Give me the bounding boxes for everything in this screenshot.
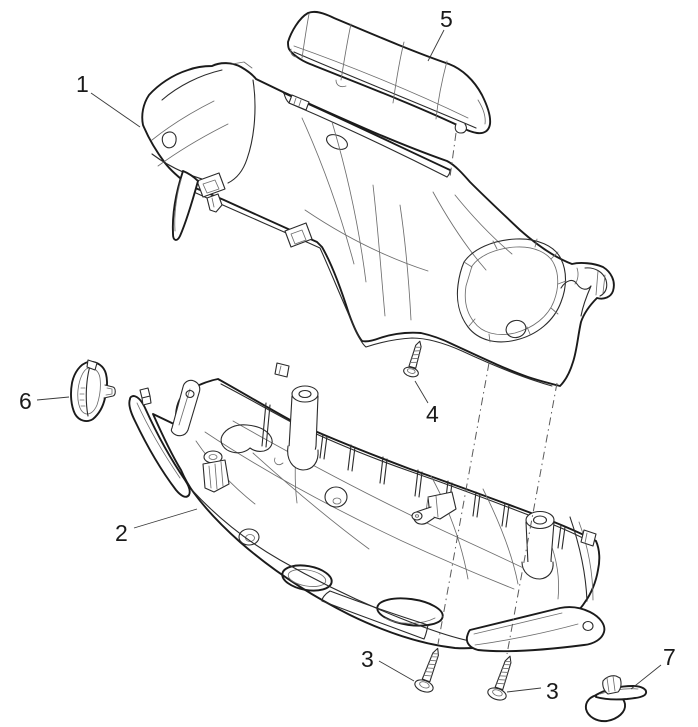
- callout-5: 5: [440, 6, 453, 32]
- cap-left-body: [70, 360, 109, 422]
- slot-clip: [288, 94, 310, 111]
- grommet: [238, 528, 260, 546]
- align-line-right-screw: [506, 382, 558, 655]
- callout-1: 1: [76, 71, 89, 97]
- leader-7: [630, 664, 662, 690]
- callout-6: 6: [19, 388, 32, 414]
- screw-3-right: [487, 655, 512, 701]
- part-instrument-cover: [287, 10, 492, 135]
- callouts: 1 2 3 3 4 5 6 7: [19, 6, 676, 704]
- callout-4: 4: [426, 401, 439, 427]
- flange-clip-left: [196, 172, 226, 213]
- center-hook-bracket: [411, 491, 457, 525]
- floor-recess: [324, 486, 348, 508]
- arm-hole: [582, 620, 594, 632]
- top-surface-hole: [326, 134, 348, 150]
- instrument-cover-body: [287, 10, 492, 135]
- rim-clip-top: [274, 362, 290, 378]
- part-lower-handlebar-cover: [128, 362, 606, 653]
- align-line-peg: [449, 132, 457, 178]
- part-cap-left: [70, 359, 116, 422]
- right-pad: [456, 238, 567, 343]
- screw-tower-left: [287, 385, 319, 471]
- callout-7: 7: [663, 644, 676, 670]
- right-bracket-arm: [465, 606, 606, 653]
- leader-4: [414, 380, 429, 404]
- leader-2: [133, 508, 198, 529]
- tower-left-hole: [298, 389, 312, 399]
- cap-left-tab: [103, 384, 116, 399]
- part-upper-handlebar-cover: [141, 61, 615, 387]
- cap-right-blade: [595, 685, 648, 701]
- leader-3-left: [378, 660, 415, 682]
- callout-2: 2: [115, 520, 128, 546]
- alignment-lines: [437, 132, 558, 655]
- leader-6: [36, 396, 70, 401]
- leader-3-right: [506, 687, 542, 693]
- left-clip-assembly: [202, 450, 230, 493]
- tower-right-hole: [532, 515, 548, 525]
- screw-4: [403, 340, 422, 378]
- leader-5: [427, 29, 445, 62]
- left-pad-hole: [161, 131, 177, 149]
- oval-opening: [281, 564, 333, 592]
- align-line-left-screw: [437, 362, 490, 645]
- cover-peg: [454, 123, 467, 134]
- bracket-hole: [185, 389, 195, 399]
- lower-cover-left-wing: [128, 387, 191, 498]
- leader-1: [90, 92, 141, 128]
- instrument-slot: [283, 92, 451, 178]
- cap-right-tab: [602, 675, 622, 695]
- bar-end-curl: [560, 267, 608, 317]
- upper-cover-left-wing: [171, 170, 199, 241]
- wing-knob: [139, 387, 152, 406]
- flange-clip-mid: [284, 222, 313, 248]
- bracket-post: [170, 379, 201, 437]
- right-pad-hole: [505, 319, 527, 339]
- callout-3-left: 3: [361, 646, 374, 672]
- rim-clip-right: [580, 529, 597, 547]
- part-cap-right: [584, 675, 648, 723]
- screw-3-left: [414, 647, 439, 693]
- kidney-opening: [220, 424, 273, 454]
- callout-3-right: 3: [546, 678, 559, 704]
